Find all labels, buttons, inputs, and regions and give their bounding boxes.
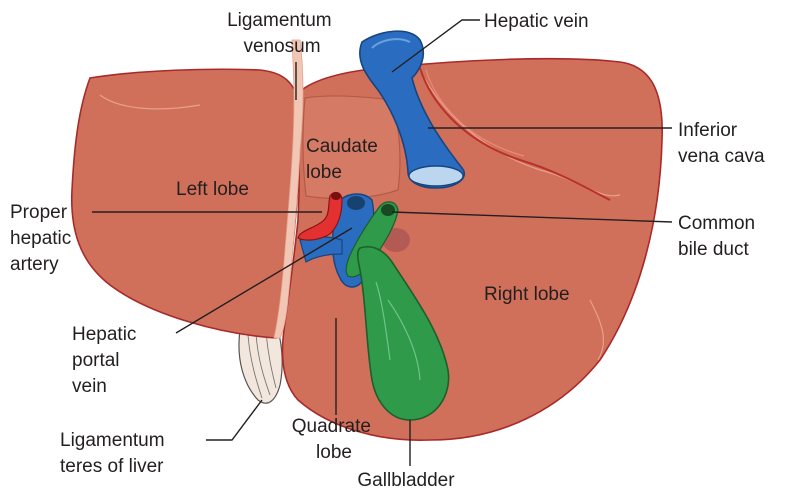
bile-duct-opening	[381, 204, 395, 216]
label-hepatic-vein: Hepatic vein	[484, 11, 589, 32]
label-quadrate-lobe: Quadrate lobe	[292, 416, 377, 463]
vena-cava-opening	[409, 166, 463, 186]
portal-vein-opening	[347, 196, 365, 210]
leader-ligamentum-teres	[206, 400, 262, 440]
label-proper-hepatic-artery: Proper hepatic artery	[10, 202, 77, 275]
label-inferior-vena-cava: Inferior vena cava	[678, 120, 765, 167]
label-left-lobe: Left lobe	[176, 179, 249, 200]
label-ligamentum-venosum: Ligamentum venosum	[227, 10, 337, 57]
label-gallbladder: Gallbladder	[357, 470, 455, 491]
left-lobe-shape	[72, 69, 300, 338]
label-ligamentum-teres: Ligamentum teres of liver	[60, 430, 170, 477]
artery-opening	[331, 192, 341, 200]
label-right-lobe: Right lobe	[484, 284, 570, 305]
label-common-bile-duct: Common bile duct	[678, 213, 760, 260]
label-hepatic-portal-vein: Hepatic portal vein	[72, 324, 142, 397]
